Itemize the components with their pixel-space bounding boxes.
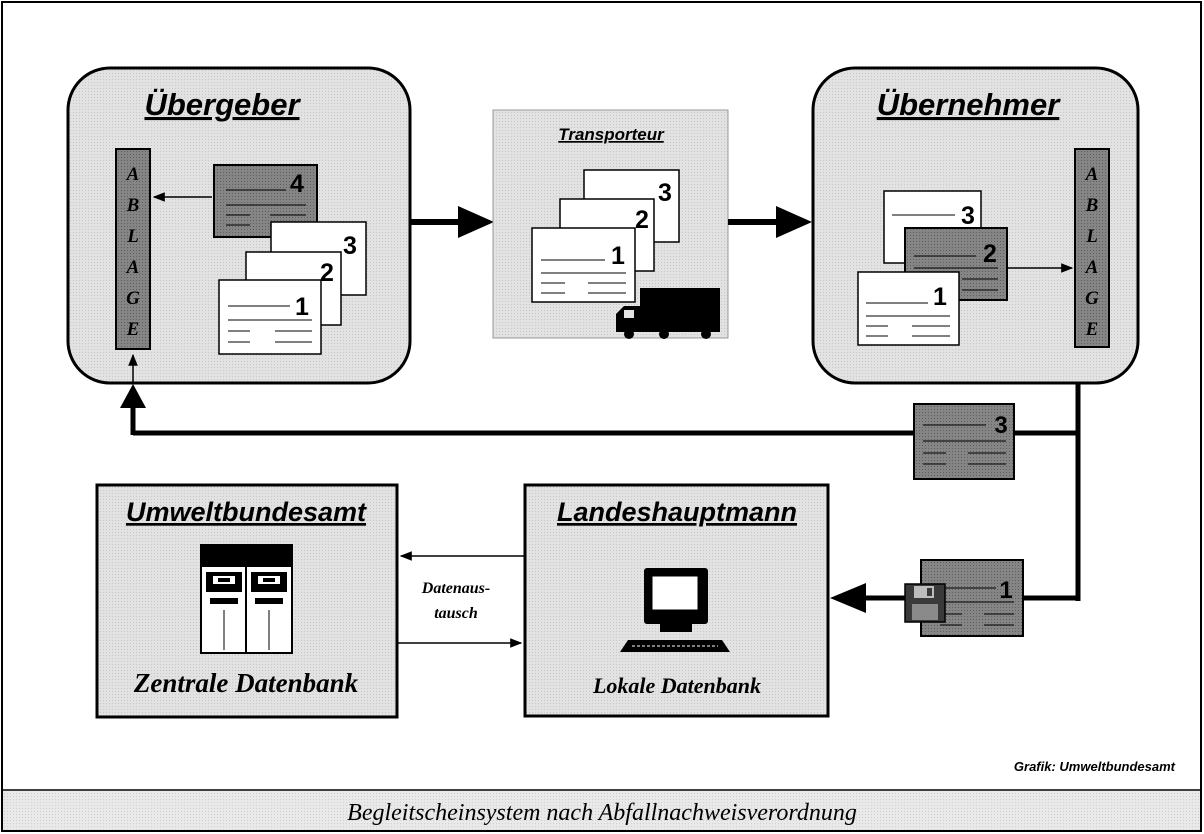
data-exchange-arrows: Datenaus- tausch [398,551,524,648]
ablage-bar-left: A B L A G E [115,148,151,350]
document-number: 2 [983,240,997,268]
ablage-letter: L [1085,226,1098,247]
data-exchange-label: tausch [434,605,478,622]
document-number: 2 [635,206,649,234]
footer-band [3,791,1200,830]
document-1: 1 [218,279,322,355]
landeshauptmann-panel: Landeshauptmann Lokale Datenbank [523,483,830,718]
ablage-letter: E [1085,319,1099,340]
document-number: 3 [994,412,1007,439]
ablage-letter: G [1085,288,1099,309]
ablage-bar-right: A B L A G E [1074,148,1110,348]
graphic-credit: Grafik: Umweltbundesamt [1014,759,1176,774]
ablage-letter: A [1085,164,1099,185]
document-number: 3 [658,179,672,207]
ablage-letter: G [126,288,140,309]
uebergeber-panel: Übergeber A B L A G E 4 3 [66,66,412,385]
landeshauptmann-title: Landeshauptmann [557,497,797,527]
truck-icon [616,288,720,339]
uebergeber-title: Übergeber [144,87,301,122]
floppy-disk-icon [904,583,946,623]
umweltbundesamt-title: Umweltbundesamt [126,497,367,527]
umweltbundesamt-subtitle: Zentrale Datenbank [133,668,359,698]
arrow-transporteur-to-uebernehmer [728,206,812,238]
ablage-letter: B [126,195,140,216]
umweltbundesamt-panel: Umweltbundesamt Zentrale Datenbank [95,483,399,719]
document-1: 1 [857,271,960,346]
footer-caption: Begleitscheinsystem nach Abfallnachweisv… [347,800,857,826]
computer-icon [620,568,730,652]
transporteur-panel: Transporteur 3 2 1 [492,109,729,339]
return-document-3: 3 [913,403,1015,480]
document-number: 1 [295,293,309,321]
document-number: 3 [961,202,975,230]
data-exchange-label: Datenaus- [421,580,490,597]
ablage-letter: A [126,164,140,185]
ablage-letter: E [126,319,140,340]
document-number: 2 [320,259,334,287]
uebernehmer-title: Übernehmer [877,87,1062,122]
document-number: 1 [611,242,625,270]
ablage-letter: B [1085,195,1099,216]
document-number: 3 [343,232,357,260]
document-number: 4 [290,170,304,198]
ablage-letter: A [126,257,140,278]
document-number: 1 [999,577,1012,604]
ablage-letter: L [126,226,139,247]
arrow-uebergeber-to-transporteur [410,206,494,238]
transporteur-title: Transporteur [558,125,665,144]
document-number: 1 [933,283,947,311]
uebernehmer-panel: Übernehmer 3 2 1 [811,66,1140,385]
server-icon [200,544,293,654]
landeshauptmann-subtitle: Lokale Datenbank [592,673,761,698]
document-1: 1 [531,227,636,303]
ablage-letter: A [1085,257,1099,278]
